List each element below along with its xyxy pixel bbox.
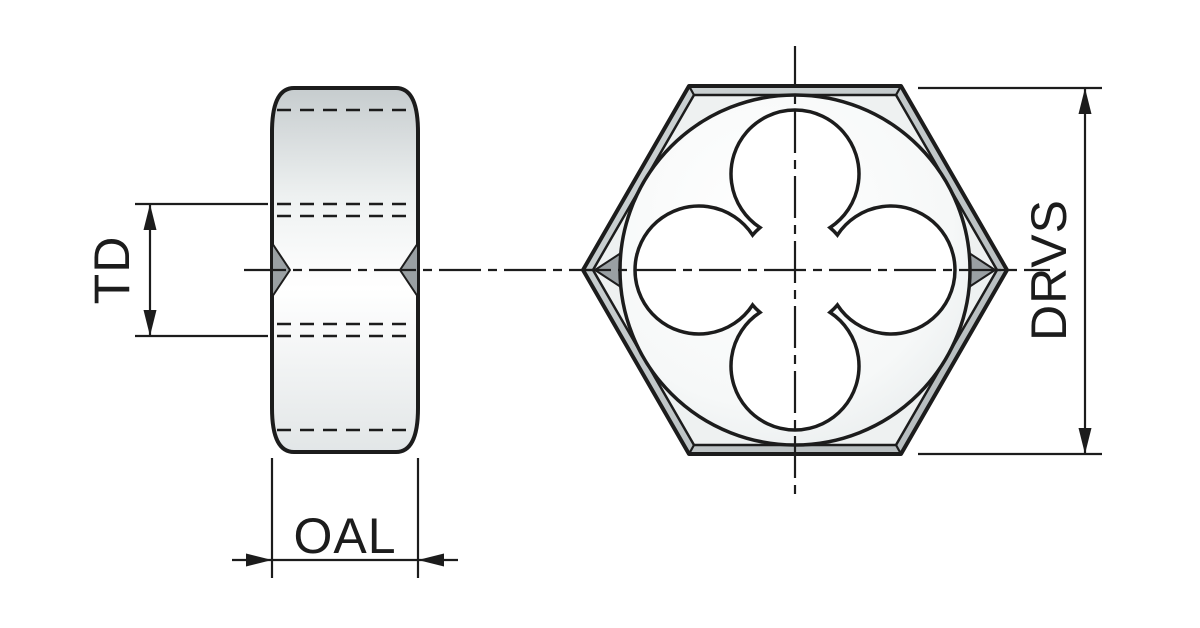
dimension-td: TD (84, 202, 268, 338)
dimension-drvs: DRVS (918, 86, 1102, 456)
centerlines (244, 46, 1050, 494)
hex-corner-edge (895, 444, 902, 455)
arrow-down-icon (143, 310, 157, 336)
label-td: TD (84, 236, 140, 305)
label-drvs: DRVS (1021, 199, 1077, 341)
arrow-right-icon (246, 553, 272, 567)
arrow-down-icon (1078, 428, 1092, 454)
arrow-left-icon (418, 553, 444, 567)
arrow-up-icon (143, 204, 157, 230)
arrow-up-icon (1078, 88, 1092, 114)
hex-corner-edge (895, 85, 902, 96)
hex-corner-edge (688, 444, 695, 455)
label-oal: OAL (293, 508, 396, 564)
hex-corner-edge (688, 85, 695, 96)
dimension-oal: OAL (232, 458, 458, 578)
